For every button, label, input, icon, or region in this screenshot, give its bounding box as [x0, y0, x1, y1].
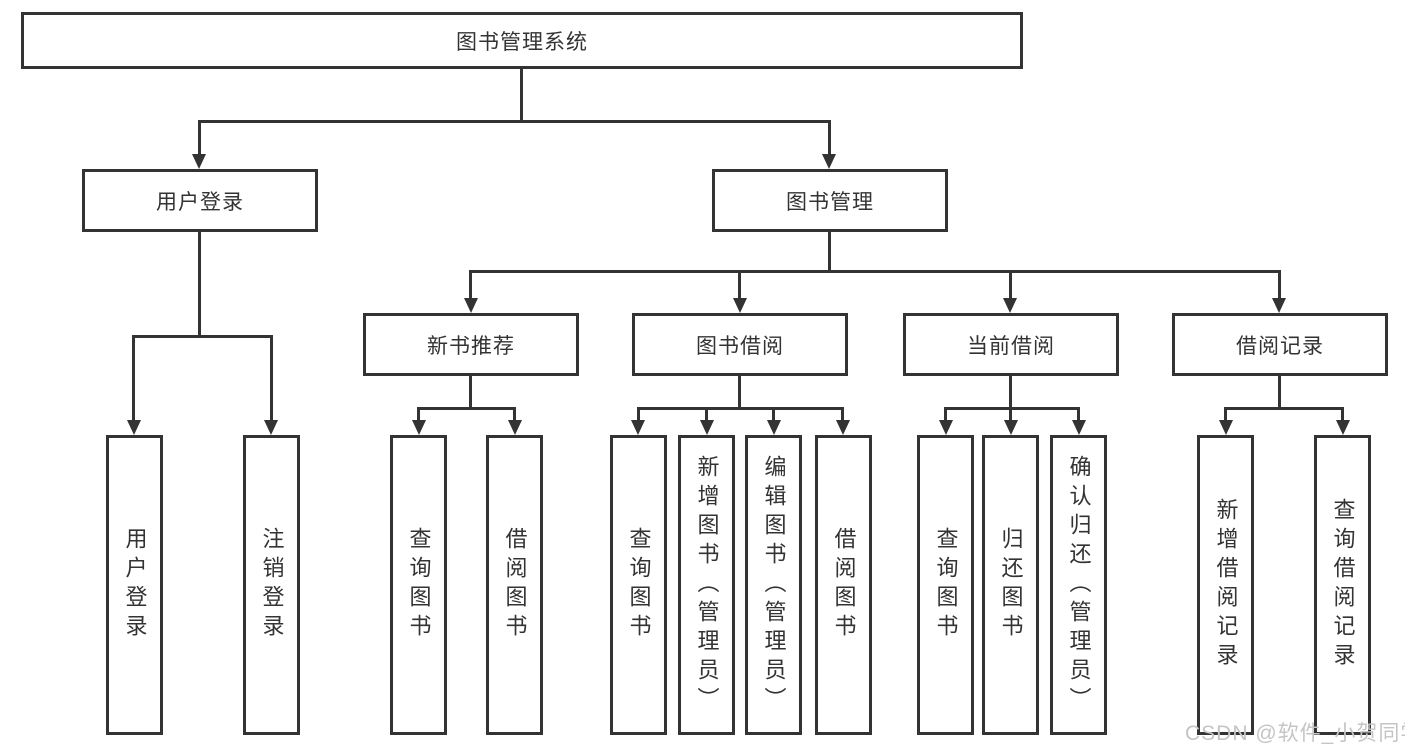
leaf-return-books: 归还图书: [982, 435, 1039, 735]
connector-hline: [944, 407, 1080, 410]
arrow-down-icon: [1219, 420, 1233, 435]
node-label: 图书管理: [786, 190, 874, 214]
arrow-down-icon: [700, 420, 714, 435]
leaf-borrow-books: 借阅图书: [815, 435, 872, 735]
leaf-query-books-current: 查询图书: [917, 435, 974, 735]
node-current-borrow: 当前借阅: [903, 313, 1119, 376]
node-book-management: 图书管理: [712, 169, 948, 232]
arrow-down-icon: [733, 298, 747, 313]
leaf-label: 查询图书: [406, 527, 432, 643]
leaf-label: 借阅图书: [502, 527, 528, 643]
arrow-down-icon: [412, 420, 426, 435]
leaf-query-books-recommend: 查询图书: [390, 435, 447, 735]
node-label: 新书推荐: [427, 334, 515, 358]
connector-vline: [513, 407, 516, 422]
leaf-label: 用户登录: [122, 527, 148, 643]
node-label: 借阅记录: [1236, 334, 1324, 358]
connector-vline: [738, 376, 741, 407]
leaf-label: 查询借阅记录: [1330, 498, 1356, 672]
leaf-label: 确认归还（管理员）: [1066, 454, 1092, 716]
leaf-label: 借阅图书: [831, 527, 857, 643]
leaf-label: 查询图书: [626, 527, 652, 643]
leaf-label: 查询图书: [933, 527, 959, 643]
node-label: 用户登录: [156, 190, 244, 214]
arrow-down-icon: [1004, 420, 1018, 435]
connector-vline: [944, 407, 947, 422]
arrow-down-icon: [939, 420, 953, 435]
leaf-label: 归还图书: [998, 527, 1024, 643]
node-new-book-recommend: 新书推荐: [363, 313, 579, 376]
arrow-down-icon: [1272, 298, 1286, 313]
connector-vline: [1009, 407, 1012, 422]
arrow-down-icon: [464, 298, 478, 313]
connector-vline: [198, 120, 201, 156]
node-library-system: 图书管理系统: [21, 12, 1023, 69]
connector-vline: [1009, 376, 1012, 407]
leaf-add-book-admin: 新增图书（管理员）: [678, 435, 735, 735]
arrow-down-icon: [1072, 420, 1086, 435]
connector-vline: [1224, 407, 1227, 422]
node-book-borrow: 图书借阅: [632, 313, 848, 376]
node-label: 图书借阅: [696, 334, 784, 358]
connector-vline: [417, 407, 420, 422]
leaf-borrow-books-recommend: 借阅图书: [486, 435, 543, 735]
arrow-down-icon: [192, 154, 206, 169]
connector-vline: [705, 407, 708, 422]
connector-vline: [132, 335, 135, 421]
connector-vline: [738, 270, 741, 301]
connector-hline: [198, 120, 831, 123]
leaf-label: 新增借阅记录: [1213, 498, 1239, 672]
connector-hline: [1224, 407, 1344, 410]
leaf-query-borrow-record: 查询借阅记录: [1314, 435, 1371, 735]
leaf-user-login: 用户登录: [106, 435, 163, 735]
arrow-down-icon: [822, 154, 836, 169]
connector-vline: [841, 407, 844, 422]
leaf-query-books-borrow: 查询图书: [610, 435, 667, 735]
leaf-label: 编辑图书（管理员）: [761, 454, 787, 716]
connector-vline: [1278, 376, 1281, 407]
arrow-down-icon: [1003, 298, 1017, 313]
leaf-logout: 注销登录: [243, 435, 300, 735]
node-borrow-records: 借阅记录: [1172, 313, 1388, 376]
node-user-login: 用户登录: [82, 169, 318, 232]
node-label: 图书管理系统: [456, 30, 588, 54]
arrow-down-icon: [631, 420, 645, 435]
node-label: 当前借阅: [967, 334, 1055, 358]
leaf-label: 注销登录: [259, 527, 285, 643]
arrow-down-icon: [508, 420, 522, 435]
arrow-down-icon: [127, 420, 141, 435]
leaf-label: 新增图书（管理员）: [694, 454, 720, 716]
connector-vline: [828, 232, 831, 270]
connector-vline: [1278, 270, 1281, 301]
connector-vline: [469, 376, 472, 407]
connector-vline: [270, 335, 273, 421]
connector-vline: [198, 232, 201, 335]
arrow-down-icon: [836, 420, 850, 435]
arrow-down-icon: [264, 420, 278, 435]
connector-vline: [772, 407, 775, 422]
connector-vline: [1077, 407, 1080, 422]
connector-hline: [417, 407, 516, 410]
connector-vline: [1341, 407, 1344, 422]
arrow-down-icon: [1336, 420, 1350, 435]
connector-vline: [637, 407, 640, 422]
connector-vline: [1009, 270, 1012, 301]
connector-vline: [828, 120, 831, 156]
csdn-watermark: CSDN @软件_小贺同学: [1185, 722, 1405, 745]
connector-hline: [132, 335, 273, 338]
leaf-confirm-return-admin: 确认归还（管理员）: [1050, 435, 1107, 735]
arrow-down-icon: [767, 420, 781, 435]
leaf-edit-book-admin: 编辑图书（管理员）: [745, 435, 802, 735]
leaf-add-borrow-record: 新增借阅记录: [1197, 435, 1254, 735]
connector-hline: [469, 270, 1281, 273]
connector-vline: [520, 69, 523, 120]
connector-vline: [469, 270, 472, 301]
connector-hline: [637, 407, 844, 410]
